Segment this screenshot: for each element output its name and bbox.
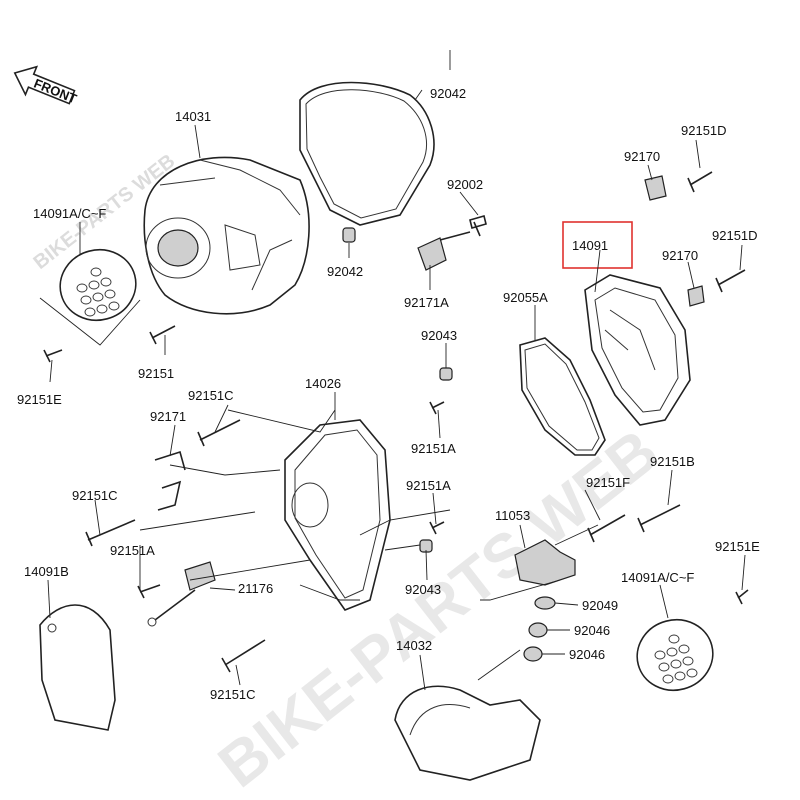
cap-14091acf-left: [59, 248, 137, 322]
callout-21176: 21176: [238, 581, 273, 596]
callout-14031: 14031: [175, 109, 211, 124]
callout-92171: 92171: [150, 409, 186, 424]
callout-92151a-top: 92151A: [411, 441, 456, 456]
gasket-92055a: [519, 337, 606, 456]
clips-92170: [644, 175, 705, 307]
callout-14091acf-right: 14091A/C~F: [621, 570, 694, 585]
callout-14091b: 14091B: [24, 564, 69, 579]
generator-cover-14031: [143, 156, 310, 315]
callout-92151a-left: 92151A: [110, 543, 155, 558]
front-label: FRONT: [32, 76, 79, 107]
cover-14091b: [39, 604, 116, 731]
callout-92043-bottom: 92043: [405, 582, 441, 597]
callout-14091: 14091: [572, 238, 608, 253]
callout-92170-mid: 92170: [662, 248, 698, 263]
callout-92151e-left: 92151E: [17, 392, 62, 407]
callout-92151c-top: 92151C: [188, 388, 234, 403]
callout-92151e-right: 92151E: [715, 539, 760, 554]
callout-92049: 92049: [582, 598, 618, 613]
callout-92151b: 92151B: [650, 454, 695, 469]
callout-92151c-mid: 92151C: [72, 488, 118, 503]
callout-92046-top: 92046: [574, 623, 610, 638]
leader-lines: [39, 50, 746, 691]
callout-92046-bottom: 92046: [569, 647, 605, 662]
cover-14091: [584, 274, 691, 426]
callout-92151a-mid: 92151A: [406, 478, 451, 493]
callout-92055a: 92055A: [503, 290, 548, 305]
cap-14091acf-right: [636, 618, 714, 692]
callout-92151c-bottom: 92151C: [210, 687, 256, 702]
bolts: [43, 171, 749, 673]
callout-92171a: 92171A: [404, 295, 449, 310]
callout-92043-top: 92043: [421, 328, 457, 343]
callout-14032: 14032: [396, 638, 432, 653]
callout-14091acf-left: 14091A/C~F: [33, 206, 106, 221]
sensor-21176: [147, 561, 216, 627]
cover-14026: [284, 419, 391, 611]
callout-92002: 92002: [447, 177, 483, 192]
callout-92151: 92151: [138, 366, 174, 381]
bracket-11053: [514, 539, 576, 586]
cover-14032: [394, 685, 541, 781]
callout-92042-top: 92042: [430, 86, 466, 101]
callout-labels: 14031 92042 92002 92042 92171A 14091A/C~…: [17, 86, 760, 702]
callout-92151d-top: 92151D: [681, 123, 727, 138]
callout-14026: 14026: [305, 376, 341, 391]
front-arrow-icon: FRONT: [13, 65, 79, 107]
gasket-92042-top: [299, 81, 435, 226]
clamp-92171: [154, 450, 186, 511]
callout-92042-mid: 92042: [327, 264, 363, 279]
callout-92170-top: 92170: [624, 149, 660, 164]
small-parts: [342, 215, 487, 553]
callout-92151d-mid: 92151D: [712, 228, 758, 243]
collars: [523, 596, 556, 662]
callout-92151f: 92151F: [586, 475, 630, 490]
callout-11053: 11053: [495, 508, 530, 523]
